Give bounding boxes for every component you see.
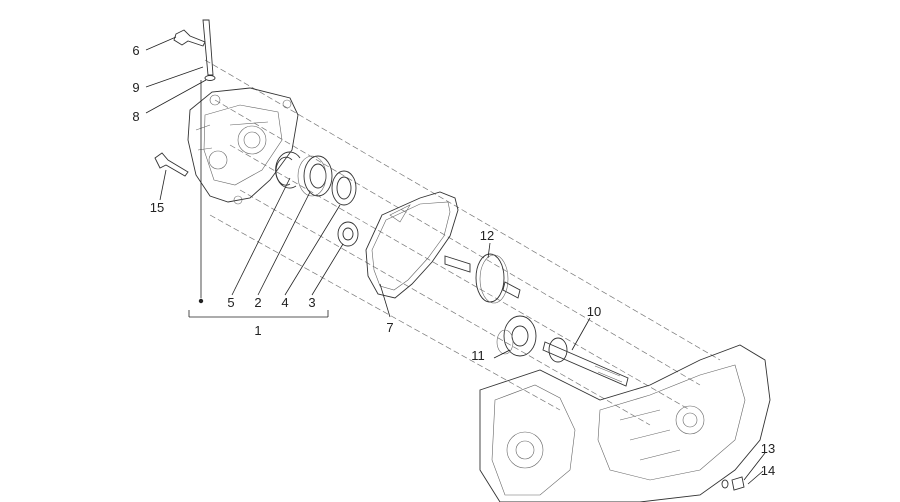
callout-4: 4 [281, 295, 288, 310]
callout-13: 13 [761, 441, 775, 456]
callout-3: 3 [308, 295, 315, 310]
callout-8: 8 [132, 109, 139, 124]
callout-6: 6 [132, 43, 139, 58]
callout-15: 15 [150, 200, 164, 215]
callout-9: 9 [132, 80, 139, 95]
assembly-axis-lines [204, 59, 721, 426]
callout-5: 5 [227, 295, 234, 310]
callout-2: 2 [254, 295, 261, 310]
circlip [275, 151, 301, 189]
oil-seal [331, 170, 357, 206]
small-bearing [337, 221, 359, 247]
crankcase [479, 344, 771, 502]
gear-11 [496, 315, 537, 357]
callout-10: 10 [587, 304, 601, 319]
gasket [365, 191, 459, 299]
callout-12: 12 [480, 228, 494, 243]
transmission-cover [187, 87, 299, 205]
drain-plug [721, 476, 745, 491]
leader-lines [145, 36, 766, 485]
reference-dot [198, 298, 204, 304]
callout-labels: 1 2 3 4 5 6 7 8 9 10 11 12 13 14 15 [132, 43, 775, 478]
callout-11: 11 [471, 348, 485, 363]
callout-7: 7 [386, 320, 393, 335]
bearing [297, 155, 333, 197]
bolt-6 [173, 29, 206, 47]
callout-14: 14 [761, 463, 775, 478]
callout-1: 1 [254, 323, 261, 338]
bolt-15 [154, 152, 189, 177]
shaft-10 [542, 337, 629, 387]
dipstick-rod [202, 19, 216, 81]
gear-shaft-12 [444, 253, 521, 304]
